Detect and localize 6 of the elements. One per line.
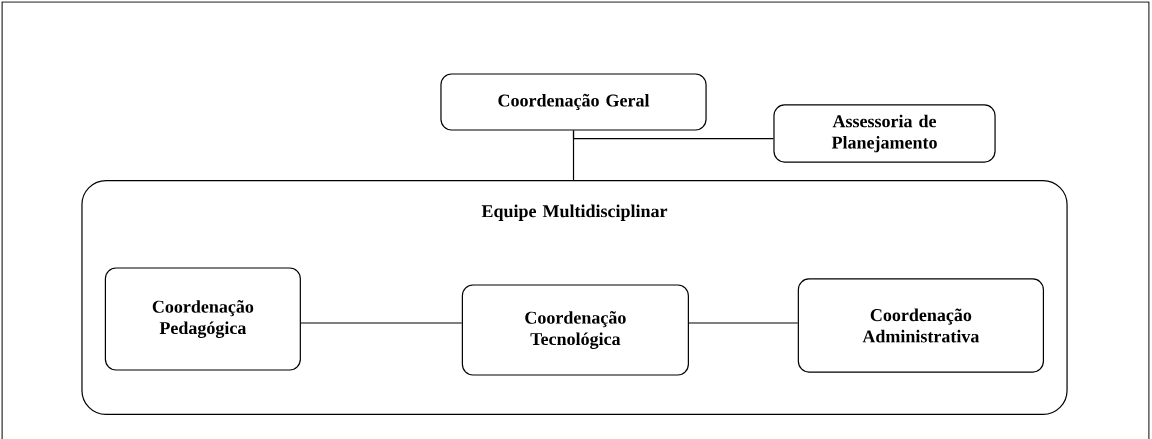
process-box: Coordenação Tecnológica [461,284,689,376]
process-box: Coordenação Pedagógica [104,267,301,371]
connector-line [572,130,774,140]
process-box: Assessoria de Planejamento [773,104,996,163]
process-box: Coordenação Administrativa [797,278,1044,373]
process-box: Coordenação Geral [440,73,707,131]
